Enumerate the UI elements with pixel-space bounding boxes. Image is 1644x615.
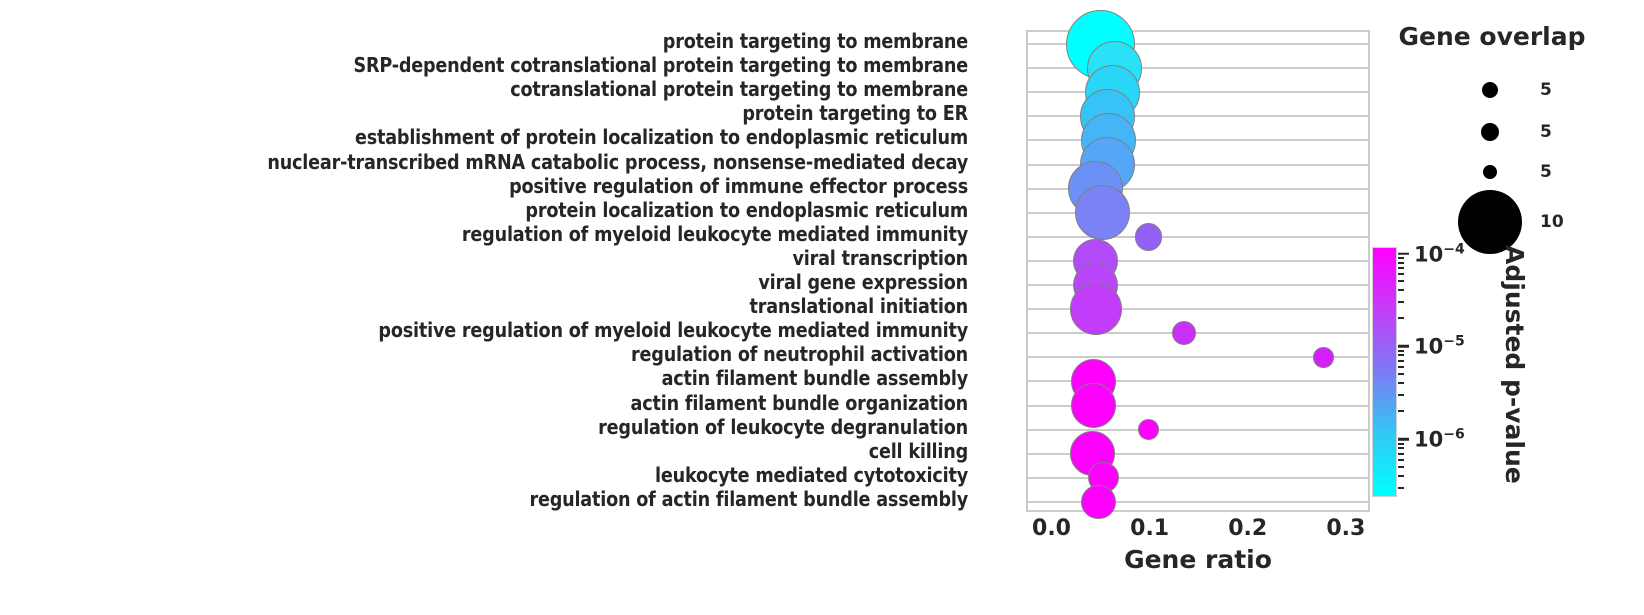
bubble-point[interactable] [1138, 419, 1160, 440]
colorbar-minor-tick [1398, 349, 1404, 352]
y-axis-label: regulation of actin filament bundle asse… [529, 486, 968, 511]
gridline [1028, 452, 1368, 455]
y-axis-label: regulation of leukocyte degranulation [598, 414, 968, 439]
plot-area [1026, 9, 1370, 520]
size-legend-dot [1481, 123, 1499, 141]
y-axis-label: cell killing [868, 438, 968, 463]
colorbar-minor-tick [1398, 394, 1404, 397]
bubble-point[interactable] [1074, 185, 1131, 241]
gridline [1028, 380, 1368, 383]
gridline [1028, 259, 1368, 262]
y-axis-label: protein localization to endoplasmic reti… [525, 197, 968, 222]
size-legend-dot [1483, 165, 1497, 179]
gridline [1028, 211, 1368, 214]
size-legend-label: 5 [1540, 80, 1552, 100]
size-legend-label: 5 [1540, 162, 1552, 182]
x-axis-tick-label: 0.3 [1326, 516, 1366, 541]
y-axis-label: positive regulation of immune effector p… [509, 173, 968, 198]
x-axis-tick-label: 0.2 [1228, 516, 1268, 541]
bubble-point[interactable] [1071, 383, 1117, 428]
y-axis-label: positive regulation of myeloid leukocyte… [378, 318, 968, 343]
x-axis-title: Gene ratio [1124, 545, 1272, 574]
colorbar-minor-tick [1398, 301, 1404, 304]
size-legend-label: 5 [1540, 122, 1552, 142]
colorbar-minor-tick [1398, 289, 1404, 292]
gridline [1028, 284, 1368, 287]
y-axis-label: nuclear-transcribed mRNA catabolic proce… [267, 149, 968, 174]
y-axis-label: protein targeting to membrane [662, 29, 968, 54]
size-legend-label: 10 [1540, 212, 1564, 232]
y-axis-label: viral transcription [792, 245, 968, 270]
gridline [1028, 308, 1368, 311]
gridline [1028, 43, 1368, 46]
colorbar-minor-tick [1398, 410, 1404, 413]
colorbar-minor-tick [1398, 475, 1404, 478]
gridline [1028, 500, 1368, 503]
gridline [1028, 139, 1368, 142]
colorbar-minor-tick [1398, 256, 1404, 259]
bubble-point[interactable] [1312, 347, 1334, 368]
colorbar-minor-tick [1398, 280, 1404, 283]
colorbar-minor-tick [1398, 273, 1404, 276]
x-axis-tick-label: 0.1 [1130, 516, 1170, 541]
colorbar-tick-label: 10−4 [1414, 241, 1465, 266]
gridline [1028, 115, 1368, 118]
colorbar-major-tick [1398, 438, 1409, 441]
y-axis-label: protein targeting to ER [742, 101, 968, 126]
colorbar-minor-tick [1398, 447, 1404, 450]
gridline [1028, 356, 1368, 359]
size-legend-dot [1482, 82, 1498, 98]
size-legend: Gene overlap 5 5 5 10 [1340, 22, 1644, 254]
gridline [1028, 404, 1368, 407]
colorbar-minor-tick [1398, 373, 1404, 376]
y-axis-label: actin filament bundle assembly [661, 366, 969, 391]
x-axis-tick-label: 0.0 [1032, 516, 1071, 541]
y-axis-label: regulation of myeloid leukocyte mediated… [461, 221, 968, 246]
colorbar-gradient [1372, 247, 1397, 497]
y-axis-label: actin filament bundle organization [630, 390, 969, 415]
y-axis-label: translational initiation [749, 294, 968, 319]
y-axis-label: SRP-dependent cotranslational protein ta… [353, 53, 968, 78]
bubble-point[interactable] [1134, 223, 1163, 251]
gridline [1028, 332, 1368, 335]
y-axis-label: leukocyte mediated cytotoxicity [655, 462, 968, 487]
colorbar-minor-tick [1398, 366, 1404, 369]
gridline [1028, 91, 1368, 94]
y-axis-label: cotranslational protein targeting to mem… [510, 77, 968, 102]
colorbar-major-tick [1398, 345, 1409, 348]
colorbar-title: Adjusted p-value [1500, 245, 1529, 484]
colorbar-minor-tick [1398, 359, 1404, 362]
y-axis-label: establishment of protein localization to… [354, 125, 968, 150]
colorbar-minor-tick [1398, 266, 1404, 269]
y-axis-label: regulation of neutrophil activation [631, 342, 968, 367]
colorbar-minor-tick [1398, 261, 1404, 264]
gridline [1028, 428, 1368, 431]
gridline [1028, 187, 1368, 190]
colorbar-minor-tick [1398, 317, 1404, 320]
colorbar-minor-tick [1398, 466, 1404, 469]
colorbar-minor-tick [1398, 382, 1404, 385]
colorbar-minor-tick [1398, 486, 1404, 489]
size-legend-title: Gene overlap [1398, 22, 1586, 51]
gridline [1028, 476, 1368, 479]
bubble-point[interactable] [1171, 321, 1197, 346]
colorbar-minor-tick [1398, 452, 1404, 455]
gridline [1028, 163, 1368, 166]
y-axis-label: viral gene expression [758, 270, 968, 295]
colorbar-tick-label: 10−5 [1414, 333, 1465, 359]
size-legend-dot [1458, 190, 1522, 254]
colorbar-major-tick [1398, 252, 1409, 255]
bubble-point[interactable] [1081, 484, 1116, 520]
gridline [1028, 235, 1368, 238]
bubble-series [1028, 9, 1368, 520]
colorbar-tick-label: 10−6 [1414, 426, 1465, 452]
gridline [1028, 67, 1368, 70]
colorbar-minor-tick [1398, 354, 1404, 357]
bubble-point[interactable] [1069, 283, 1122, 336]
colorbar-minor-tick [1398, 442, 1404, 445]
colorbar-minor-tick [1398, 458, 1404, 461]
